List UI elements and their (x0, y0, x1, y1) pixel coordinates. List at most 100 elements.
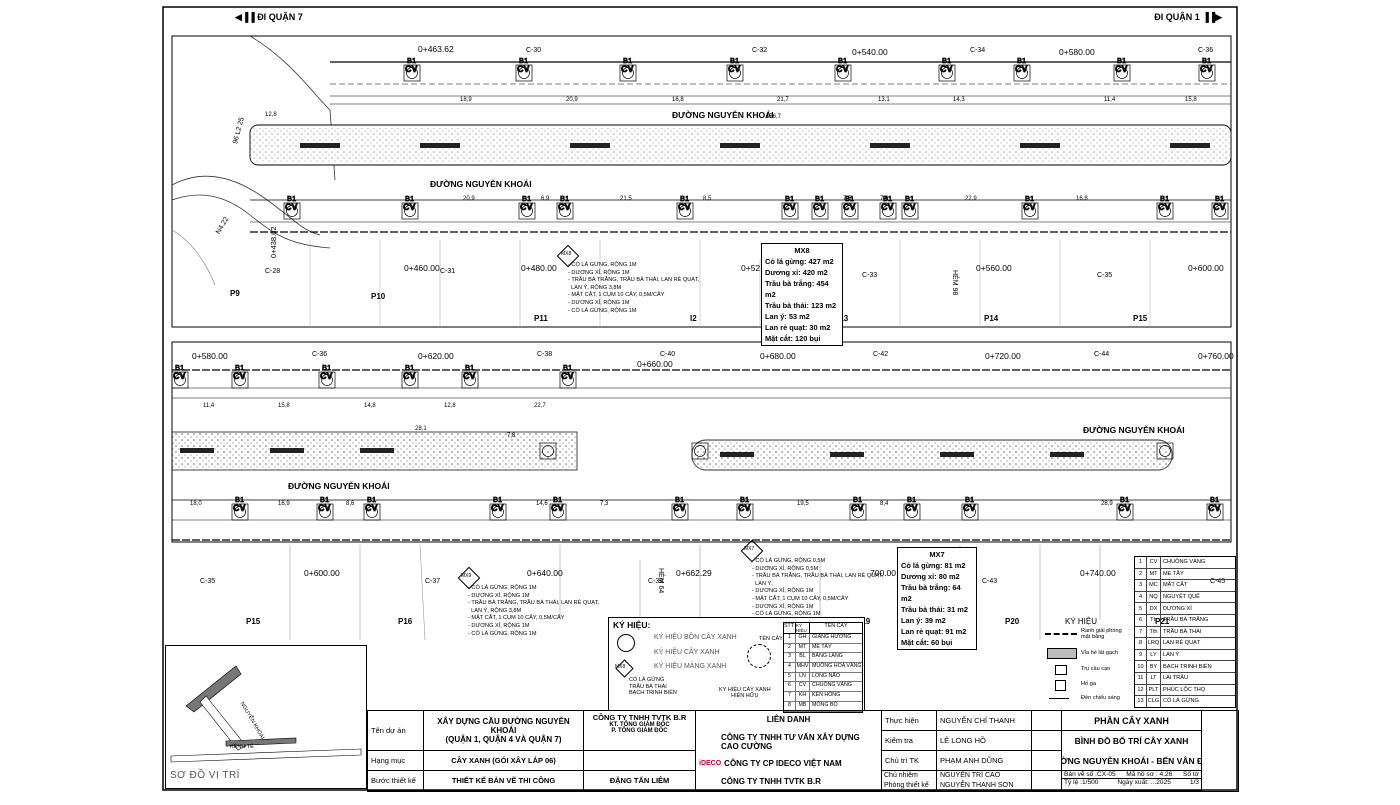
map-label: KÊNH TẺ (230, 744, 254, 750)
tree-icon (404, 205, 416, 217)
mx-box-line: Dương xỉ: 420 m2 (765, 268, 828, 277)
table-cell: Tth (1147, 626, 1161, 638)
company-br: CÔNG TY TNHH TVTK B.R KT. TỔNG GIÁM ĐỐC … (584, 711, 696, 751)
tree-code-label: B1 (883, 194, 892, 203)
dimension-label: 12,8 (265, 112, 277, 118)
tree-pit-icon (401, 371, 419, 389)
lane-label: HẺM 98 (951, 270, 958, 296)
dimension-label: 22,7 (534, 403, 546, 409)
dimension-label: 20,9 (566, 97, 578, 103)
tree-pit-icon (401, 202, 419, 220)
tree-code-label: B1 (235, 495, 244, 504)
dimension-label: 7,3 (600, 501, 609, 507)
tree-icon (521, 205, 533, 217)
tree-code-label: CV (728, 64, 741, 74)
dimension-label: 18,0 (190, 501, 202, 507)
tree-pit-icon (1116, 503, 1134, 521)
tree-icon (729, 67, 741, 79)
tree-code-label: CV (738, 503, 751, 513)
tree-icon (837, 67, 849, 79)
cross-section-label: C-45 (1210, 578, 1226, 585)
sheet-count: 1/3 (1189, 779, 1199, 786)
parcel-id: P20 (1005, 617, 1020, 626)
tree-pit-icon (841, 202, 859, 220)
tree-code-label: B1 (553, 495, 562, 504)
tree-icon (286, 205, 298, 217)
cross-section-label: C-36 (1198, 47, 1214, 54)
table-cell: 1 (1135, 557, 1147, 568)
scale: :1/500 (1080, 779, 1099, 786)
cross-section-label: C-40 (660, 351, 676, 358)
tree-pit-icon (1206, 503, 1224, 521)
station-label: 0+580.00 (1059, 47, 1095, 57)
cross-section-label: C-28 (265, 268, 281, 275)
tree-code-label: CV (551, 503, 564, 513)
boundary-line-icon (1045, 633, 1077, 635)
mx-box-line: Lan rẻ quạt: 91 m2 (901, 627, 967, 636)
mx-tag: MX7 (744, 546, 755, 552)
table-header: STT (784, 623, 796, 633)
table-cell: NGUYỆT QUẾ (1163, 594, 1200, 601)
top-panel-frame (171, 35, 1232, 328)
table-cell: 2 (1135, 568, 1147, 580)
table-cell: 11 (1135, 672, 1147, 684)
tree-code-label: B1 (522, 194, 531, 203)
mx-box-line: Trầu bà thái: 31 m2 (901, 605, 968, 614)
cross-section-label: C-32 (752, 47, 768, 54)
blank-cell (584, 751, 696, 771)
legend-item: Đèn chiếu sáng (1081, 695, 1120, 701)
dimension-label: 7,6 (880, 196, 889, 202)
tree-code-label: CV (233, 503, 246, 513)
tree-pit-icon (1156, 202, 1174, 220)
tree-icon (964, 506, 976, 518)
table-cell: 9 (1135, 649, 1147, 661)
director-line: P. TỔNG GIÁM ĐỐC (611, 728, 668, 734)
table-cell: CỎ LÁ GỪNG (1163, 698, 1199, 705)
tree-pit-icon (318, 371, 336, 389)
cross-section-label: C-34 (970, 47, 986, 54)
role-label: Thực hiện (882, 711, 937, 731)
table-cell: BẠCH TRINH BIỂN (1163, 663, 1212, 670)
dimension-label: 28,9 (1101, 501, 1113, 507)
table-cell: MHV (796, 663, 810, 672)
pier-icon (1055, 665, 1067, 675)
tree-code-label: B1 (407, 56, 416, 65)
table-cell: GIÁNG HƯƠNG (812, 634, 852, 640)
role-label: Kiểm tra (882, 731, 937, 751)
tree-pit-icon (811, 202, 829, 220)
tree-pit-icon (781, 202, 799, 220)
tree-pit-icon (903, 503, 921, 521)
tree-code-label: CV (558, 202, 571, 212)
tree-code-label: B1 (730, 56, 739, 65)
parcel-id: P16 (398, 617, 413, 626)
mx-tag: MX8 (615, 664, 626, 670)
mx-box-line: Trầu bà trắng: 454 m2 (765, 279, 829, 299)
dimension-label: 7,8 (507, 433, 516, 439)
tree-pit-icon (489, 503, 507, 521)
table-header: TÊN CÂY (824, 623, 848, 629)
tree-pit-icon (1198, 64, 1216, 82)
table-cell: KH (796, 692, 810, 701)
tree-icon (1159, 445, 1171, 457)
station-label: 0+600.00 (304, 568, 340, 578)
tree-code-label: B1 (560, 194, 569, 203)
tree-table-header: STT KÝ HIỆU TÊN CÂY (784, 623, 862, 634)
tree-code-label: B1 (405, 194, 414, 203)
mx-tag: MX8 (561, 251, 572, 257)
tree-code-label: CV (365, 503, 378, 513)
symbol-legend: KÝ HIỆU: KÝ HIỆU BỒN CÂY XANH KÝ HIỆU CÂ… (608, 617, 865, 713)
parcel-id: P14 (984, 314, 999, 323)
role-value: LÊ LONG HỒ (937, 731, 1032, 751)
role-value: PHẠM ANH DŨNG (937, 751, 1032, 771)
mx-box-title: MX7 (929, 550, 945, 559)
parcel-id: P10 (371, 292, 386, 301)
